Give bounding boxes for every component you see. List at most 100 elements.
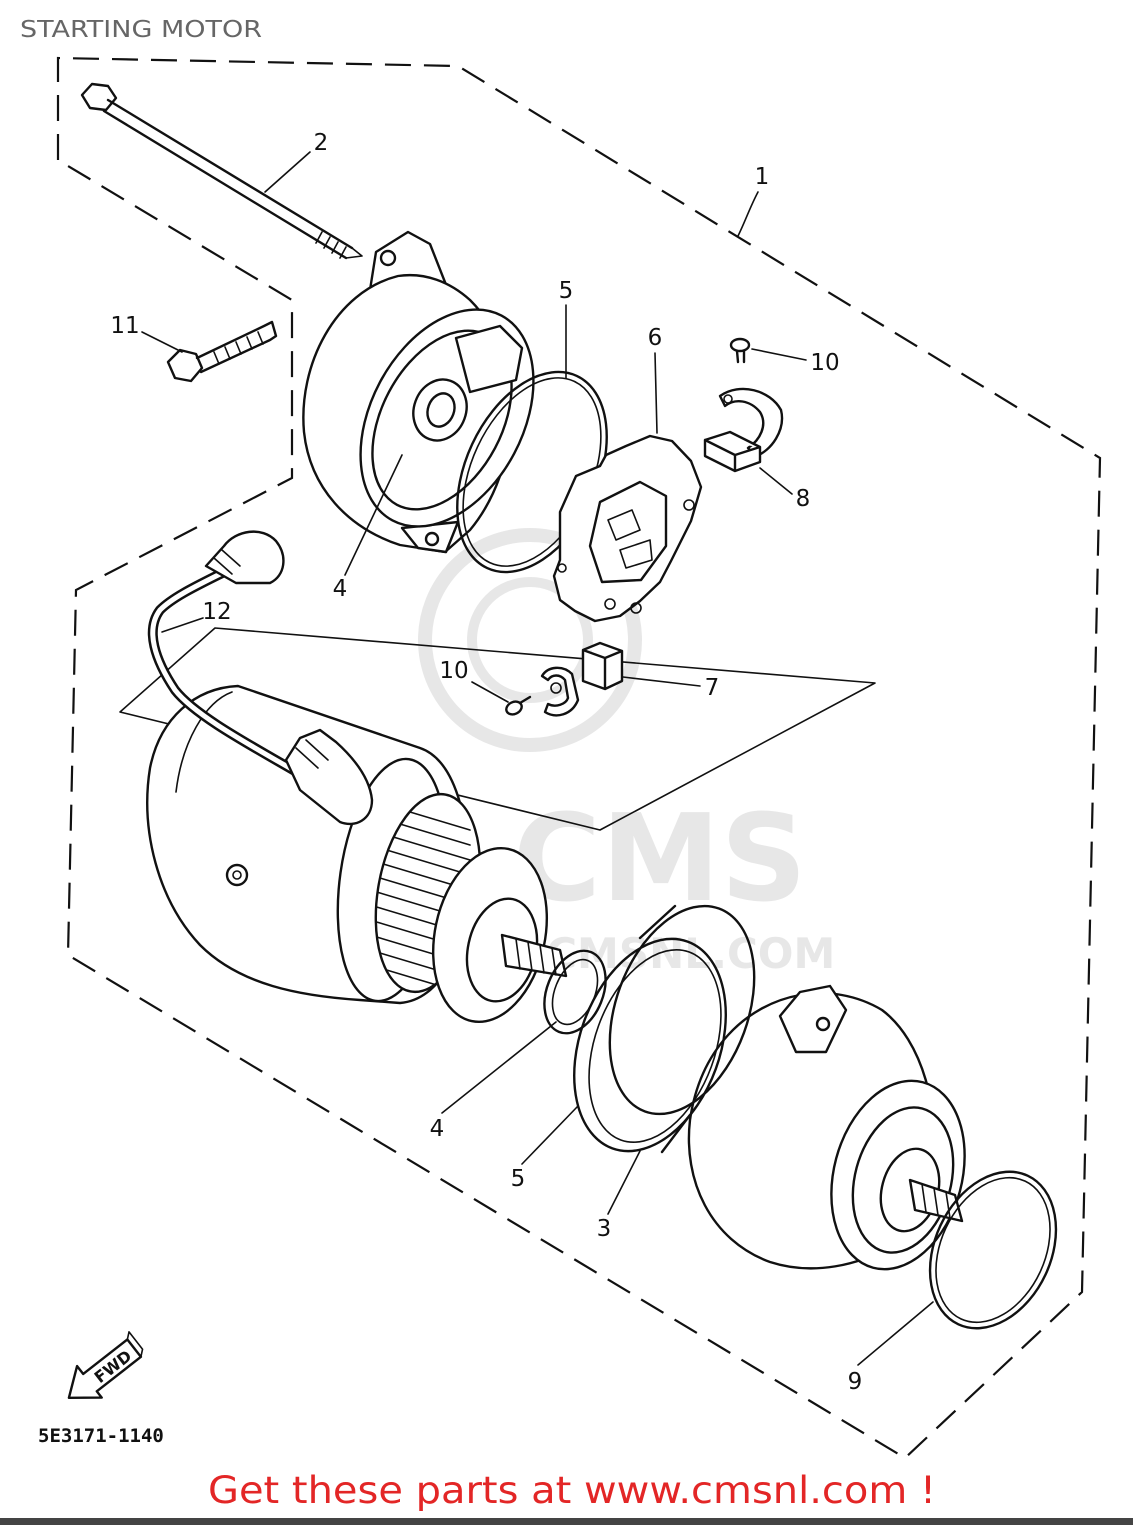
fwd-arrow-depth	[126, 1331, 144, 1358]
front-housing	[687, 984, 966, 1271]
screw-lower-shank	[518, 695, 532, 705]
pinion-shaft-splines	[921, 1183, 951, 1219]
leader-7	[622, 676, 701, 687]
band-front-edge	[573, 937, 727, 1153]
leader-2	[264, 151, 311, 193]
armature-shaft-splines	[515, 938, 557, 976]
end-cover-bearing-hole	[426, 392, 456, 428]
callout-7: 7	[705, 675, 720, 701]
plate-hole-1	[683, 499, 695, 511]
leader-9	[857, 1301, 934, 1366]
o-ring-small-lower-outer	[543, 949, 607, 1035]
ring-lower	[588, 949, 722, 1143]
lead-wire-terminal-boot	[284, 728, 374, 826]
mounting-bolt-head	[166, 348, 204, 383]
leader-6	[654, 352, 658, 434]
watermark-logo-text: CMS	[513, 790, 807, 929]
end-cover-terminal-block	[454, 324, 524, 394]
leader-10-upper	[751, 348, 807, 361]
callout-10-upper: 10	[810, 350, 839, 376]
end-cover-ear-hole	[379, 249, 397, 267]
brush-holder-plate-slot	[607, 509, 653, 569]
callout-4-upper: 4	[333, 576, 348, 602]
brush-holder-plate-outline	[552, 434, 703, 623]
through-bolt	[80, 82, 363, 260]
fwd-arrow: FWD	[67, 1331, 144, 1400]
commutator-ribs	[369, 799, 471, 1001]
lead-wire-connector	[204, 530, 285, 585]
brush-upper	[703, 387, 784, 473]
end-cover-bearing-boss	[412, 378, 468, 442]
o-ring-front	[928, 1170, 1058, 1330]
leader-5-lower	[521, 1105, 579, 1165]
callout-8: 8	[796, 486, 811, 512]
lead-wire-core	[150, 565, 338, 798]
through-bolt-head	[80, 82, 118, 112]
front-housing-face	[830, 1079, 966, 1271]
fwd-arrow-shape	[67, 1338, 143, 1400]
callout-5-upper: 5	[559, 278, 574, 304]
footer-parts-link[interactable]: Get these parts at www.cmsnl.com !	[208, 1469, 936, 1512]
plate-hole-2	[604, 598, 616, 610]
commutator-rib-lines	[369, 799, 471, 1001]
screw-lower-head	[505, 700, 523, 716]
mounting-bolt-thread	[213, 331, 264, 365]
plate-hole-3	[630, 602, 642, 614]
brush-upper-block	[703, 430, 762, 473]
callout-10-lower: 10	[439, 658, 468, 684]
callout-2: 2	[314, 130, 329, 156]
callout-6: 6	[648, 325, 663, 351]
screw-upper	[729, 337, 751, 364]
brush-lower-clip-hole	[550, 682, 562, 694]
callout-12: 12	[202, 599, 231, 625]
page-title: STARTING MOTOR	[20, 17, 262, 43]
through-bolt-thread	[315, 231, 363, 259]
leader-3	[607, 1150, 641, 1215]
yoke-back-edge	[175, 691, 233, 793]
o-ring-front-inner	[935, 1176, 1051, 1324]
diagram-code: 5E3171-1140	[38, 1425, 164, 1447]
yoke-boss	[225, 863, 249, 887]
brush-upper-clip	[718, 387, 784, 458]
leader-4-lower	[441, 1021, 557, 1114]
end-cover-ear-bottom-hole	[424, 531, 440, 547]
lead-wire-connector-ring	[213, 549, 241, 575]
leader-1	[737, 191, 759, 237]
o-ring-front-outer	[928, 1170, 1058, 1330]
brush-lower-clip	[540, 666, 580, 717]
brush-holder-plate-opening	[588, 480, 668, 584]
callout-4-lower: 4	[430, 1116, 445, 1142]
brush-lower-block	[581, 641, 624, 691]
callout-9: 9	[848, 1369, 863, 1395]
assembly-boundary	[56, 56, 1102, 1460]
o-ring-lower-band	[573, 904, 756, 1154]
brush-lower	[540, 641, 624, 717]
brush-area-outline	[119, 627, 876, 831]
callout-5-lower: 5	[511, 1166, 526, 1192]
band-back-edge	[608, 904, 756, 1116]
brush-holder-plate	[552, 434, 703, 623]
callout-3: 3	[597, 1216, 612, 1242]
through-bolt-shank	[102, 98, 354, 260]
mounting-bolt-shank	[195, 320, 278, 374]
leader-4-upper	[344, 454, 403, 576]
screw-lower	[505, 695, 532, 716]
brush-upper-clip-hole	[723, 394, 733, 404]
end-cover	[302, 230, 535, 554]
callout-leaders	[141, 151, 934, 1366]
leader-11	[141, 331, 183, 353]
watermark-ring-outer	[418, 528, 642, 752]
plate-hole-4	[557, 563, 567, 573]
ring-lower-outline	[588, 949, 722, 1143]
callout-1: 1	[755, 164, 770, 190]
leader-10-lower	[471, 681, 509, 703]
screw-upper-shank	[735, 349, 746, 364]
callout-11: 11	[110, 313, 139, 339]
lead-wire	[147, 530, 374, 826]
lead-wire-terminal-ring	[295, 739, 329, 769]
screw-upper-head	[729, 337, 751, 353]
band-side-lines	[638, 904, 692, 1154]
yoke-boss-hole	[232, 870, 242, 880]
callout-labels: 1 2 11 5 6 10 8 4 12 10 7 4 5 3 9	[110, 130, 862, 1395]
